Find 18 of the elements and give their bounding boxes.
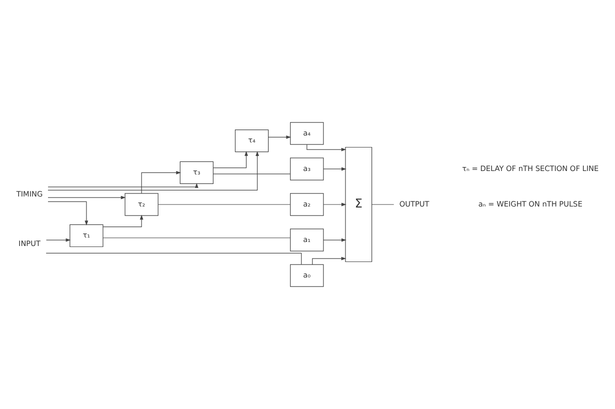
arrow [102,214,144,228]
arrow [213,151,248,168]
arrow [46,238,71,242]
arrow [48,201,88,226]
arrow [48,196,126,200]
arrow [48,151,259,191]
arrow [268,135,292,139]
arrow [323,238,346,242]
arrow [323,167,346,171]
node-box: Σ [345,146,372,262]
arrow [48,183,198,188]
arrow [312,256,346,265]
connector [46,252,302,265]
arrow [141,170,182,194]
arrow [306,144,346,152]
connector [158,204,291,205]
arrow [323,202,346,206]
connector [372,204,394,205]
